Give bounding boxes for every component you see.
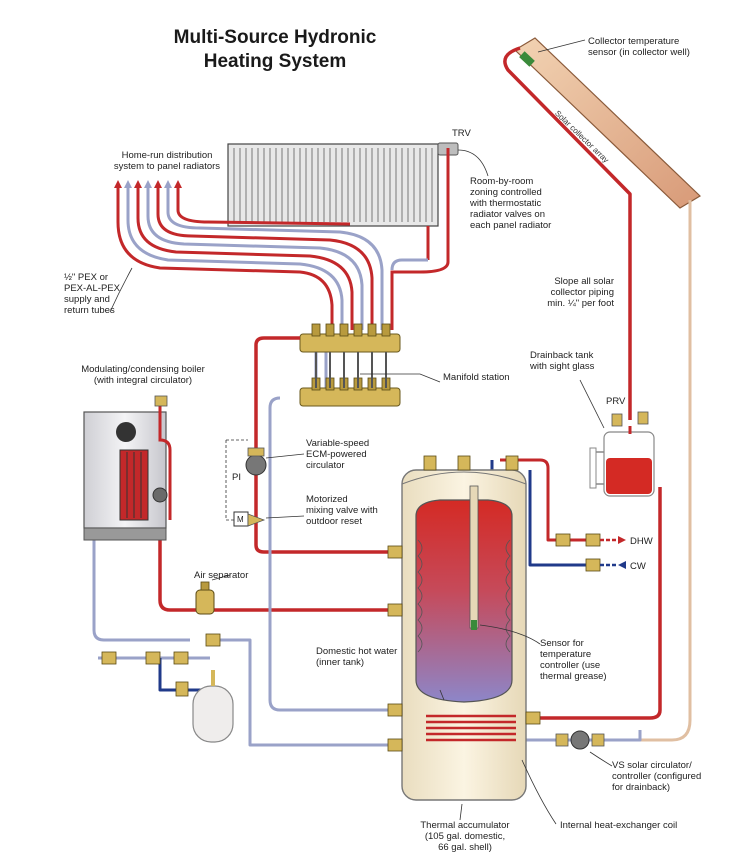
return-piping [92, 396, 642, 747]
solar-collector-array [514, 37, 701, 209]
circulator-label: Variable-speed ECM-powered circulator [306, 438, 370, 471]
boiler-label: Modulating/condensing boiler (with integ… [81, 364, 205, 386]
vs-solar-label: VS solar circulator/ controller (configu… [612, 760, 702, 793]
heat-exchanger-coil-icon [426, 714, 516, 742]
thermal-accumulator-label: Thermal accumulator (105 gal. domestic, … [420, 820, 510, 853]
home-run-tubes [116, 188, 450, 395]
sensor-well-icon [469, 485, 479, 629]
boiler [83, 395, 172, 541]
prv-valve-icon [611, 413, 623, 427]
home-run-label: Home-run distribution system to panel ra… [113, 150, 221, 172]
mixing-valve-label: Motorized mixing valve with outdoor rese… [306, 494, 378, 527]
title-line-1: Multi-Source Hydronic [173, 27, 377, 48]
trv-label: TRV [452, 128, 471, 139]
drainback-tank [589, 411, 655, 497]
collector-sensor-label: Collector temperature sensor (in collect… [588, 36, 690, 58]
room-zoning-label: Room-by-room zoning controlled with ther… [470, 176, 552, 231]
manifold-label: Manifold station [443, 372, 510, 383]
air-separator-label: Air separator [194, 570, 249, 581]
ecm-circulator [245, 447, 267, 476]
cw-label: CW [630, 561, 646, 572]
pex-label: ½" PEX or PEX-AL-PEX supply and return t… [64, 272, 120, 316]
diagram-title: Multi-Source Hydronic Heating System [120, 26, 430, 74]
mixing-valve [225, 439, 266, 527]
pi-label: PI [232, 472, 241, 483]
vs-solar-circulator [555, 730, 605, 750]
manifold-station [299, 323, 401, 407]
domestic-hot-water-label: Domestic hot water (inner tank) [316, 646, 398, 668]
thermal-accumulator [401, 469, 527, 801]
tank-fittings [387, 455, 601, 752]
air-separator [195, 581, 215, 615]
home-run-arrows [114, 180, 182, 188]
collector-sensor-icon [519, 51, 535, 67]
boiler-circulator-icon [152, 487, 168, 503]
supply-piping [158, 46, 692, 742]
prv-label: PRV [606, 396, 626, 407]
slope-label: Slope all solar collector piping min. ¼"… [547, 276, 614, 309]
sensor-label: Sensor for temperature controller (use t… [540, 638, 607, 682]
dhw-cw-arrows [600, 536, 626, 569]
panel-radiator [227, 142, 459, 262]
fill-valves [101, 633, 221, 697]
drainback-label: Drainback tank with sight glass [530, 350, 595, 372]
leader-lines [109, 39, 613, 825]
expansion-tank [192, 670, 234, 743]
mixing-valve-m-label: M [237, 515, 244, 524]
dhw-label: DHW [630, 536, 653, 547]
hx-coil-label: Internal heat-exchanger coil [560, 820, 678, 831]
sight-glass-icon [589, 447, 597, 489]
title-line-2: Heating System [203, 51, 347, 72]
